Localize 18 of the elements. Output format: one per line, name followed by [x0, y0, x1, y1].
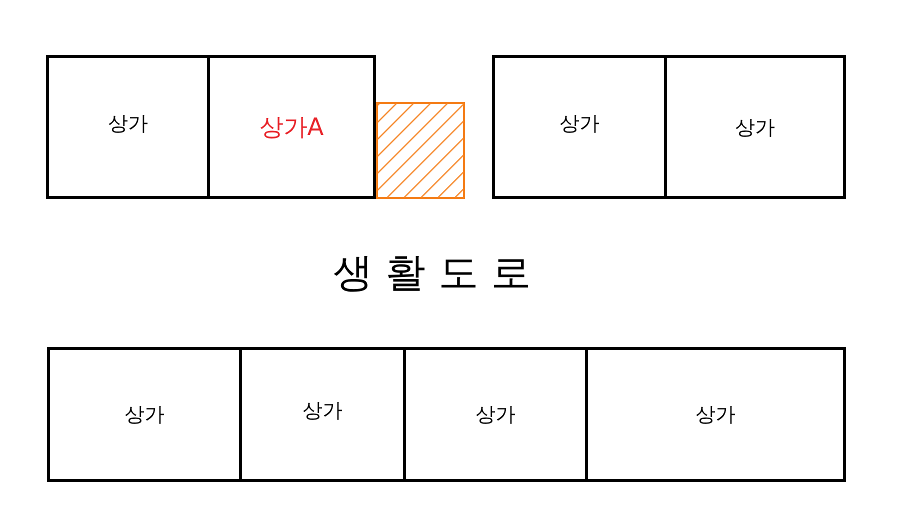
store-label: 상가: [302, 397, 342, 424]
store-box: [585, 347, 846, 482]
store-label: 상가: [124, 401, 164, 428]
store-box: [47, 347, 242, 482]
store-box: [492, 55, 667, 199]
store-label: 상가: [560, 110, 600, 136]
store-box: [46, 55, 210, 199]
store-box: [207, 55, 376, 199]
store-label: 상가: [108, 110, 148, 136]
hatched-box: [376, 102, 465, 199]
store-label: 상가A: [259, 112, 324, 143]
store-box: [664, 55, 846, 199]
road-label: 생 활 도 로: [332, 249, 532, 298]
store-label: 상가: [476, 401, 516, 428]
store-label: 상가: [696, 401, 736, 428]
store-box: [403, 347, 588, 482]
store-label: 상가: [735, 114, 775, 140]
store-box: [239, 347, 406, 482]
